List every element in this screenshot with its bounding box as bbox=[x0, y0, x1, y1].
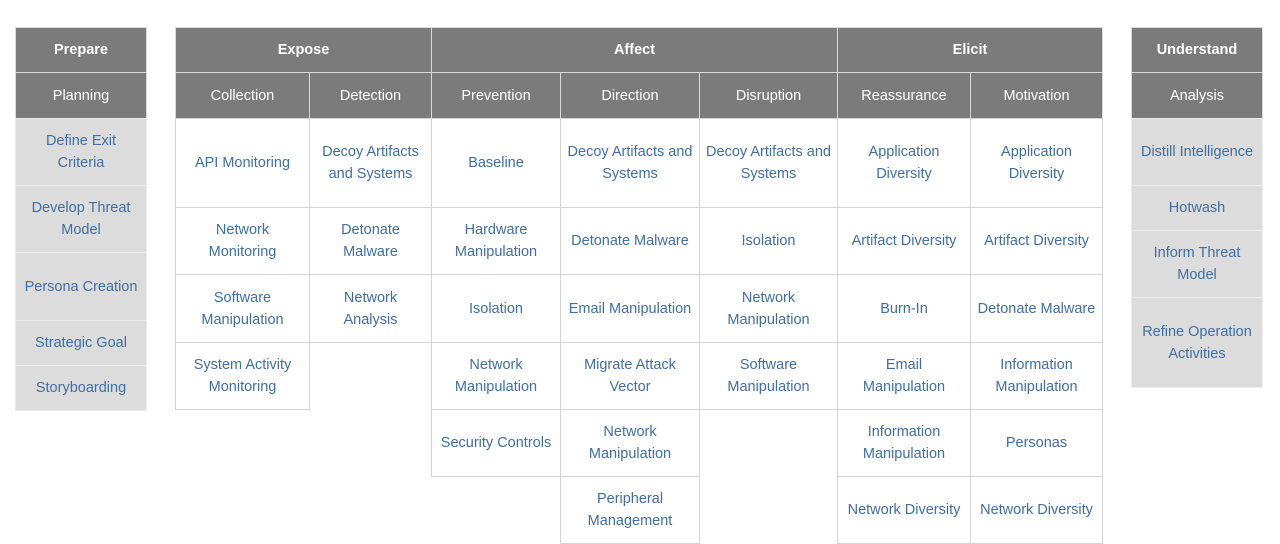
technique-cell[interactable]: Baseline bbox=[431, 118, 561, 208]
column-header-motivation: Motivation bbox=[970, 72, 1103, 119]
technique-cell[interactable]: Strategic Goal bbox=[15, 320, 147, 366]
tactic-prepare: Prepare bbox=[15, 27, 147, 73]
tactic-expose: Expose bbox=[175, 27, 432, 73]
technique-cell[interactable]: Refine Operation Activities bbox=[1131, 297, 1263, 388]
column-header-planning: Planning bbox=[15, 72, 147, 119]
technique-cell[interactable]: Network Diversity bbox=[970, 476, 1103, 544]
column-header-collection: Collection bbox=[175, 72, 310, 119]
technique-cell[interactable]: Software Manipulation bbox=[175, 274, 310, 343]
technique-cell[interactable]: Network Manipulation bbox=[699, 274, 838, 343]
technique-cell[interactable]: Develop Threat Model bbox=[15, 185, 147, 253]
technique-cell[interactable]: Peripheral Management bbox=[560, 476, 700, 544]
column-header-disruption: Disruption bbox=[699, 72, 838, 119]
column-header-detection: Detection bbox=[309, 72, 432, 119]
technique-cell[interactable]: Migrate Attack Vector bbox=[560, 342, 700, 410]
tactic-affect: Affect bbox=[431, 27, 838, 73]
technique-cell[interactable]: Decoy Artifacts and Systems bbox=[560, 118, 700, 208]
technique-cell[interactable]: System Activity Monitoring bbox=[175, 342, 310, 410]
technique-cell[interactable]: Hotwash bbox=[1131, 185, 1263, 231]
technique-cell[interactable]: Application Diversity bbox=[837, 118, 971, 208]
column-header-direction: Direction bbox=[560, 72, 700, 119]
technique-cell[interactable]: Detonate Malware bbox=[560, 207, 700, 275]
technique-cell[interactable]: Storyboarding bbox=[15, 365, 147, 411]
technique-cell[interactable]: Define Exit Criteria bbox=[15, 118, 147, 186]
technique-cell[interactable]: Distill Intelligence bbox=[1131, 118, 1263, 186]
technique-cell[interactable]: Decoy Artifacts and Systems bbox=[309, 118, 432, 208]
technique-cell[interactable]: Isolation bbox=[431, 274, 561, 343]
technique-cell[interactable]: Application Diversity bbox=[970, 118, 1103, 208]
technique-cell[interactable]: Decoy Artifacts and Systems bbox=[699, 118, 838, 208]
technique-cell[interactable]: Inform Threat Model bbox=[1131, 230, 1263, 298]
technique-cell[interactable]: API Monitoring bbox=[175, 118, 310, 208]
technique-cell[interactable]: Network Manipulation bbox=[431, 342, 561, 410]
technique-cell[interactable]: Network Manipulation bbox=[560, 409, 700, 477]
technique-cell[interactable]: Network Monitoring bbox=[175, 207, 310, 275]
technique-cell[interactable]: Detonate Malware bbox=[309, 207, 432, 275]
technique-cell[interactable]: Email Manipulation bbox=[837, 342, 971, 410]
technique-cell[interactable]: Isolation bbox=[699, 207, 838, 275]
technique-cell[interactable]: Email Manipulation bbox=[560, 274, 700, 343]
column-header-analysis: Analysis bbox=[1131, 72, 1263, 119]
technique-cell[interactable]: Hardware Manipulation bbox=[431, 207, 561, 275]
column-header-prevention: Prevention bbox=[431, 72, 561, 119]
technique-cell[interactable]: Personas bbox=[970, 409, 1103, 477]
technique-cell[interactable]: Network Diversity bbox=[837, 476, 971, 544]
technique-cell[interactable]: Detonate Malware bbox=[970, 274, 1103, 343]
technique-cell[interactable]: Software Manipulation bbox=[699, 342, 838, 410]
tactic-elicit: Elicit bbox=[837, 27, 1103, 73]
technique-cell[interactable]: Artifact Diversity bbox=[837, 207, 971, 275]
technique-cell[interactable]: Artifact Diversity bbox=[970, 207, 1103, 275]
technique-cell[interactable]: Burn-In bbox=[837, 274, 971, 343]
technique-cell[interactable]: Information Manipulation bbox=[837, 409, 971, 477]
technique-cell[interactable]: Persona Creation bbox=[15, 252, 147, 321]
technique-cell[interactable]: Security Controls bbox=[431, 409, 561, 477]
technique-cell[interactable]: Information Manipulation bbox=[970, 342, 1103, 410]
tactic-understand: Understand bbox=[1131, 27, 1263, 73]
column-header-reassurance: Reassurance bbox=[837, 72, 971, 119]
technique-cell[interactable]: Network Analysis bbox=[309, 274, 432, 343]
